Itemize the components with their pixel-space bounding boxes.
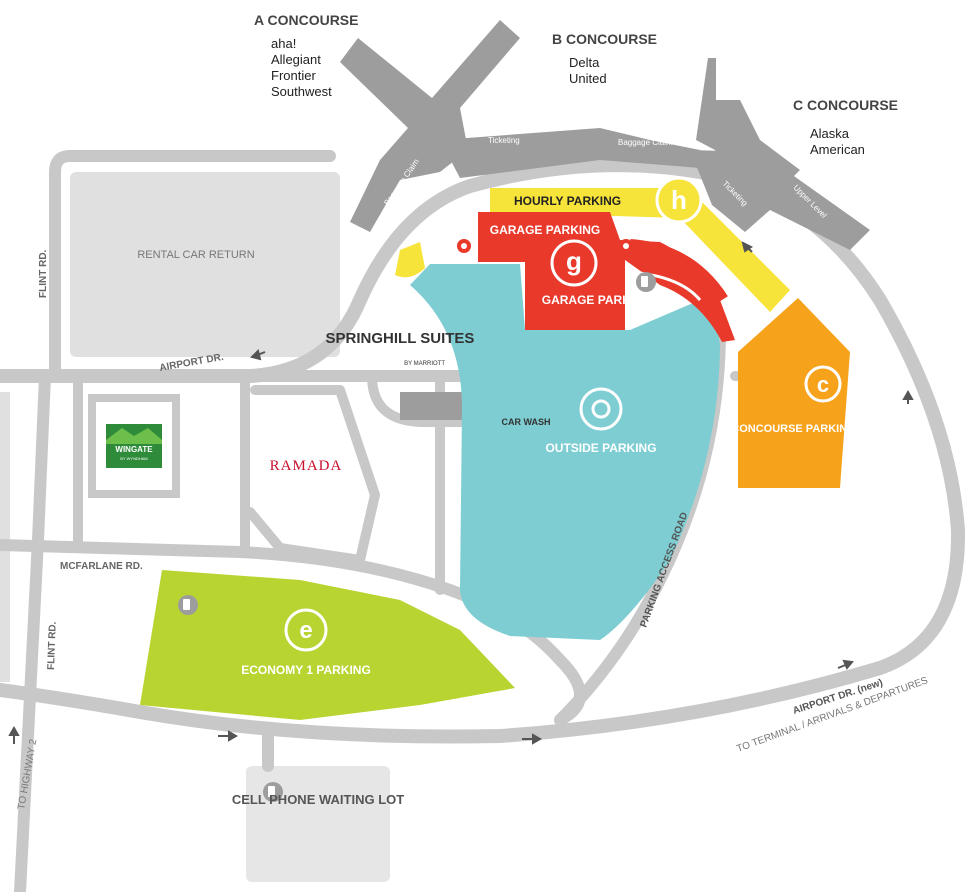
b-concourse-title: B CONCOURSE bbox=[552, 31, 657, 47]
springhill-loop-road bbox=[367, 371, 475, 427]
cell-phone-lot[interactable] bbox=[246, 766, 390, 882]
garage-parking-lot[interactable] bbox=[478, 212, 735, 342]
garage-parking-label: GARAGE PARKING bbox=[542, 293, 652, 307]
svg-text:h: h bbox=[671, 185, 687, 215]
hourly-parking-label: HOURLY PARKING bbox=[514, 194, 621, 208]
garage-ramp bbox=[629, 239, 728, 304]
a-concourse-airline: Southwest bbox=[271, 84, 332, 99]
ramada-block-road bbox=[245, 385, 380, 565]
rental-loop-road bbox=[49, 150, 336, 382]
b-concourse-airline: Delta bbox=[569, 55, 600, 70]
garage-parking-icon: g bbox=[550, 239, 598, 287]
terminal-main-building bbox=[440, 128, 700, 178]
svg-text:e: e bbox=[299, 617, 312, 644]
rental-car-return-lot[interactable] bbox=[70, 172, 340, 357]
springhill-suites-logo: SPRINGHILL SUITES bbox=[326, 330, 475, 347]
c-concourse-airline: Alaska bbox=[810, 126, 850, 141]
economy-parking-label: ECONOMY 1 PARKING bbox=[241, 663, 371, 677]
economy-parking-icon: e bbox=[284, 608, 328, 652]
wingate-logo bbox=[88, 394, 180, 498]
ticketing-label: Ticketing bbox=[488, 136, 520, 145]
outside-parking-lot[interactable] bbox=[410, 264, 720, 640]
hourly-parking-lot[interactable] bbox=[490, 188, 790, 312]
a-concourse-title: A CONCOURSE bbox=[254, 12, 359, 28]
a-concourse-airline: Allegiant bbox=[271, 52, 321, 67]
hourly-parking-icon: h bbox=[655, 176, 703, 224]
mcfarlane-rd-label: MCFARLANE RD. bbox=[60, 561, 143, 572]
direction-arrow-icon bbox=[8, 241, 914, 745]
to-highway-label: TO HIGHWAY 2 bbox=[16, 738, 39, 811]
b-concourse-airline: United bbox=[569, 71, 607, 86]
flint-rd-label: FLINT RD. bbox=[46, 621, 59, 670]
ev-charging-icon bbox=[178, 595, 198, 615]
outside-parking-label: OUTSIDE PARKING bbox=[545, 441, 656, 455]
a-concourse-airline: Frontier bbox=[271, 68, 316, 83]
c-concourse-parking-lot[interactable] bbox=[738, 298, 850, 488]
c-concourse-title: C CONCOURSE bbox=[793, 97, 898, 113]
c-concourse-airline: American bbox=[810, 142, 865, 157]
springhill-suites-sub: BY MARRIOTT bbox=[404, 361, 445, 367]
baggage-claim-label: Baggage Claim bbox=[618, 138, 673, 147]
flint-rd-road bbox=[14, 370, 51, 892]
cell-phone-lot-label: CELL PHONE WAITING LOT bbox=[232, 792, 404, 807]
outside-parking-icon bbox=[579, 387, 623, 431]
c-concourse-building bbox=[690, 150, 870, 250]
c-concourse-parking-icon: c bbox=[804, 365, 842, 403]
airport-dr-road bbox=[0, 158, 966, 744]
a-concourse-airline: aha! bbox=[271, 36, 296, 51]
wingate-sub-label: BY WYNDHAM bbox=[120, 456, 147, 461]
left-edge-lot bbox=[0, 392, 10, 682]
economy-1-parking-lot[interactable] bbox=[140, 570, 515, 720]
svg-text:g: g bbox=[566, 246, 582, 276]
car-wash-label: CAR WASH bbox=[502, 417, 551, 427]
rental-car-return-label: RENTAL CAR RETURN bbox=[137, 249, 254, 261]
ev-charging-icon bbox=[263, 782, 283, 802]
garage-parking-label: GARAGE PARKING bbox=[490, 223, 600, 237]
c-concourse-parking-label: C CONCOURSE PARKING bbox=[720, 423, 855, 435]
ev-charging-icon bbox=[636, 272, 656, 292]
ramada-logo: RAMADA bbox=[270, 458, 343, 474]
wingate-label: WINGATE bbox=[115, 445, 153, 454]
svg-text:c: c bbox=[817, 372, 829, 397]
hourly-parking-small-lot[interactable] bbox=[395, 242, 425, 278]
flint-rd-label: FLINT RD. bbox=[38, 249, 49, 298]
